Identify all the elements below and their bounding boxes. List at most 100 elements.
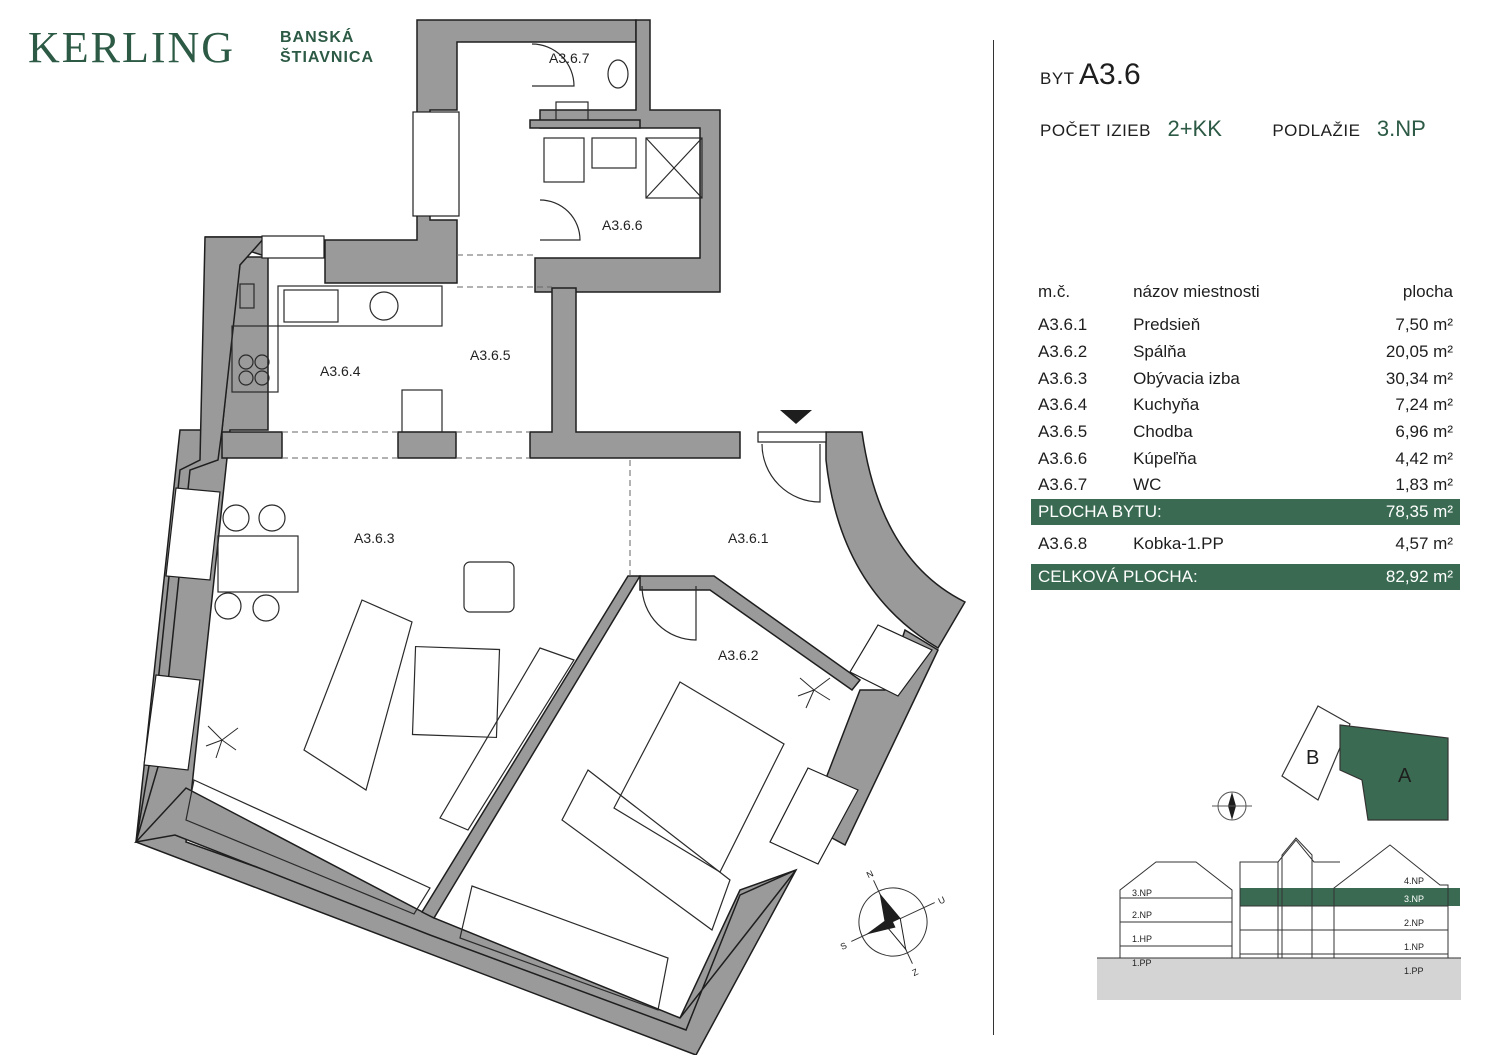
row-number: A3.6.4 [1038, 395, 1088, 415]
key-block-b [1281, 705, 1351, 801]
total-area-row: CELKOVÁ PLOCHA: 82,92 m² [1031, 563, 1460, 590]
wardrobe-bedroom [459, 885, 669, 1011]
row-area: 30,34 m² [1385, 368, 1453, 388]
section-highlight-floor [1240, 888, 1460, 906]
compass-north: N [865, 868, 875, 880]
floor-value: 3.NP [1376, 116, 1426, 141]
table-row: A3.6.5 Chodba 6,96 m² [1031, 419, 1460, 446]
stove-burner [238, 354, 254, 370]
toilet [607, 59, 629, 89]
wall-wc-bath [534, 19, 721, 293]
room-label-a362: A3.6.2 [718, 647, 759, 663]
cellar-area: 4,57 m² [1395, 534, 1453, 554]
unit-area-row: PLOCHA BYTU: 78,35 m² [1031, 498, 1460, 525]
washing-machine [543, 137, 585, 183]
outer-wall-west [135, 236, 267, 843]
brand-city: BANSKÁ ŠTIAVNICA [280, 28, 420, 68]
compass-west: Z [911, 966, 921, 978]
compass-east: U [937, 894, 947, 906]
row-name: Kúpeľňa [1133, 448, 1197, 468]
dining-table [217, 535, 299, 593]
room-boundaries [282, 254, 631, 576]
room-label-a361: A3.6.1 [728, 530, 769, 546]
shower [645, 137, 703, 199]
rooms-count-value: 2+KK [1167, 116, 1222, 141]
total-area-label: CELKOVÁ PLOCHA: [1031, 563, 1338, 590]
unit-prefix: BYT [1040, 69, 1075, 88]
brand-logo: KERLING BANSKÁ ŠTIAVNICA [28, 23, 373, 72]
bedroom-door-swing [641, 585, 697, 641]
key-compass-icon [1212, 791, 1252, 821]
row-name: WC [1133, 475, 1162, 495]
plant-icon [205, 677, 831, 759]
table-row: A3.6.3 Obývacia izba 30,34 m² [1031, 365, 1460, 392]
key-plan: B A [1212, 705, 1449, 821]
row-number: A3.6.3 [1038, 368, 1088, 388]
building-section: 3.NP 2.NP 1.HP 1.PP 4.NP 3.NP 2.NP 1.NP … [1097, 837, 1461, 1000]
cellar-name: Kobka-1.PP [1133, 534, 1224, 554]
row-number: A3.6.2 [1038, 342, 1088, 362]
unit-area-value: 78,35 m² [1337, 498, 1460, 525]
brand-name: KERLING [28, 23, 236, 72]
header-area: plocha [1402, 282, 1453, 301]
section-left-floor-4: 1.PP [1132, 958, 1152, 968]
compass-south: S [839, 940, 849, 952]
row-number: A3.6.6 [1038, 448, 1088, 468]
brand-city-line1: BANSKÁ [280, 29, 355, 46]
compass-icon: N Z S U [839, 868, 947, 978]
key-label-a: A [1398, 765, 1412, 787]
section-right-floor-3: 2.NP [1404, 918, 1424, 928]
row-area: 1,83 m² [1395, 475, 1453, 495]
chair [214, 592, 242, 620]
walls [133, 19, 967, 1055]
outer-wall-south [133, 787, 797, 1031]
row-area: 7,24 m² [1395, 395, 1453, 415]
window-living-1 [165, 487, 221, 581]
brand-city-line2: ŠTIAVNICA [280, 49, 375, 66]
cellar-number: A3.6.8 [1038, 534, 1088, 554]
wall-kitchen-west [221, 431, 283, 459]
table-header: m.č. názov miestnosti plocha [1031, 278, 1460, 306]
entrance-door-frame [757, 431, 827, 443]
wall-entrance-curve [825, 431, 967, 650]
room-label-a363: A3.6.3 [354, 530, 395, 546]
section-right-floor-5: 1.PP [1404, 966, 1424, 976]
row-name: Kuchyňa [1133, 395, 1200, 415]
coffee-table [411, 645, 501, 739]
chair [258, 504, 286, 532]
fridge [401, 389, 443, 433]
boiler [239, 283, 255, 309]
room-label-a365: A3.6.5 [470, 347, 511, 363]
chair [252, 594, 280, 622]
wardrobe-bedroom-side [561, 769, 731, 931]
section-right-floor-1: 4.NP [1404, 876, 1424, 886]
window-bedroom [769, 767, 859, 865]
window-kitchen [261, 235, 325, 259]
bed [613, 681, 785, 873]
section-left-building [1097, 861, 1233, 959]
kitchen-hob-round [369, 291, 399, 321]
window-corridor [412, 111, 460, 217]
windows [143, 111, 933, 865]
wall-corridor-east [529, 287, 741, 459]
wall-kitchen-stub [397, 431, 457, 459]
unit-area-label: PLOCHA BYTU: [1031, 498, 1338, 525]
rooms-count-label: POČET IZIEB [1040, 121, 1151, 140]
row-name: Chodba [1133, 422, 1193, 442]
bath-door-swing [539, 199, 581, 241]
key-label-b: B [1306, 747, 1319, 769]
wall-bedroom-divider [420, 575, 642, 919]
furniture [185, 43, 821, 1011]
floor-label: PODLAŽIE [1272, 121, 1361, 140]
stove-burner [238, 370, 254, 386]
table-row: A3.6.6 Kúpeľňa 4,42 m² [1031, 445, 1460, 472]
room-area-table: m.č. názov miestnosti plocha A3.6.1 Pred… [1031, 278, 1460, 590]
table-row: A3.6.2 Spálňa 20,05 m² [1031, 339, 1460, 366]
room-label-a367: A3.6.7 [549, 50, 590, 66]
wall-bedroom-north [639, 575, 862, 692]
kitchen-sink [283, 289, 339, 323]
row-name: Spálňa [1133, 342, 1187, 362]
entrance-arrow-icon [780, 410, 812, 424]
room-label-a366: A3.6.6 [602, 217, 643, 233]
